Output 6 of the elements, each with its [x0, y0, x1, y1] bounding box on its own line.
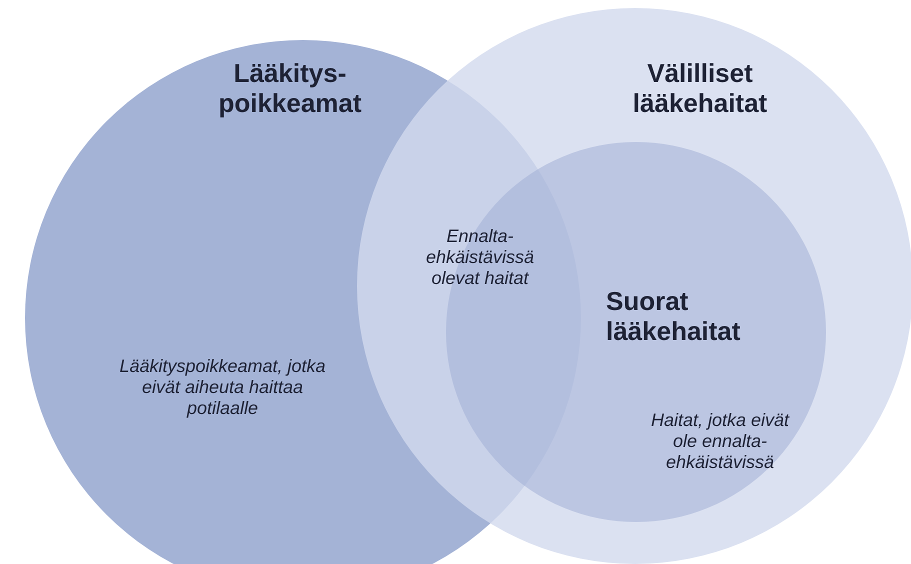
circle-description: Haitat, jotka eivät ole ennalta-ehkäistävissä: [650, 410, 790, 473]
circle-heading: Välilliset lääkehaitat: [632, 58, 768, 118]
circle-heading: Lääkitys- poikkeamat: [217, 58, 363, 118]
overlap-label: Ennalta-ehkäistävissä olevat haitat: [424, 226, 536, 289]
circle-heading: Suorat lääkehaitat: [606, 286, 742, 346]
circle-description: Lääkityspoikkeamat, jotka eivät aiheuta haittaa potilaalle: [118, 356, 327, 419]
